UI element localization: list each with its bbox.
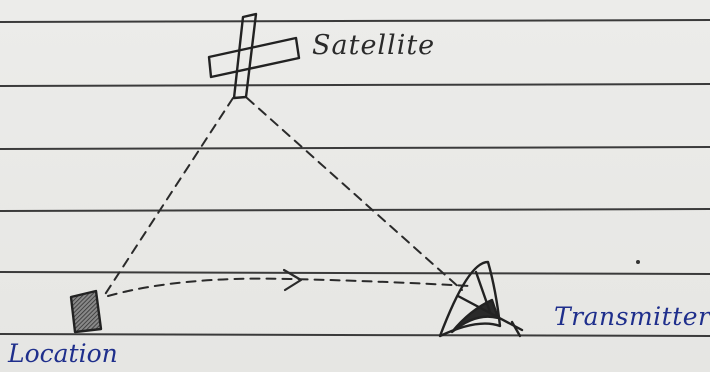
- satellite-panel: [209, 38, 299, 77]
- location-marker-icon: [71, 291, 101, 332]
- path-satellite-to-transmitter: [247, 98, 462, 290]
- pencil-dot: [636, 260, 640, 264]
- location-marker-shape: [71, 291, 101, 332]
- ruled-line: [0, 20, 710, 22]
- ruled-line: [0, 84, 710, 86]
- path-satellite-to-location: [104, 98, 233, 296]
- location-label: Location: [8, 341, 118, 366]
- signal-paths: [104, 98, 470, 296]
- satellite-label: Satellite: [312, 32, 435, 59]
- ruled-lines: [0, 20, 710, 336]
- ruled-line: [0, 272, 710, 274]
- ruled-line: [0, 147, 710, 149]
- ruled-line: [0, 334, 710, 336]
- transmitter-label: Transmitter: [554, 304, 710, 329]
- ruled-line: [0, 209, 710, 211]
